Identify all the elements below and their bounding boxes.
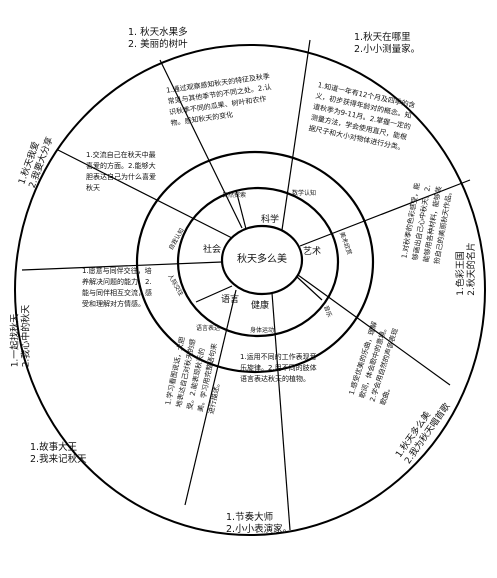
domain-art: 艺术 [303, 245, 321, 257]
label-top-left: 1. 秋天水果多 2. 美丽的树叶 [128, 27, 188, 51]
label-bottom-left-line2: 2.我来记秋天 [30, 454, 87, 465]
sector-text-bottom: 1.运用不同的工作表现音乐旋律。2.用不同的肢体语言表达秋天的植物。 [240, 353, 317, 383]
label-right-side-line2: 2.秋天的名片 [466, 242, 477, 296]
label-right-side: 1.色彩王国 2.秋天的名片 [456, 242, 478, 296]
sector-text-left: 1.愿意与同伴交往，培养解决问题的能力。2.能与同伴相互交流，感受和理解对方情感… [82, 267, 152, 308]
ring-language-expression: 语言表达 [196, 324, 220, 332]
label-bottom-center-line2: 2.小小表演家。 [226, 524, 293, 535]
label-top-right-line1: 1.秋天在哪里 [354, 32, 411, 43]
label-bottom-center: 1.节奏大师 2.小小表演家。 [226, 512, 292, 536]
label-top-right-line2: 2.小小测量家。 [354, 44, 421, 55]
sector-text-top-left: 1.交流自己在秋天中最喜爱的方面。2.能够大胆表达自己为什么喜爱秋天 [86, 151, 156, 192]
ring-music: 音乐 [322, 304, 334, 318]
label-top-left-line2: 2. 美丽的树叶 [128, 39, 188, 50]
radial-dividers [21, 39, 471, 531]
inner-ellipse [176, 186, 340, 338]
domain-health: 健康 [251, 299, 269, 311]
label-left-middle-line2: 2.我心中的秋天 [21, 304, 32, 368]
inner-dividers [195, 189, 323, 303]
domain-science: 科学 [261, 213, 279, 225]
ring-aesthetic: 美术欣赏 [338, 231, 354, 256]
domain-society: 社会 [203, 243, 221, 255]
outer-ellipse [14, 44, 486, 536]
label-right-side-line1: 1.色彩王国 [455, 251, 466, 296]
center-ellipse [220, 224, 304, 296]
ring-math-cognition: 数学认知 [292, 189, 316, 197]
center-title: 秋天多么美 [237, 252, 287, 265]
domain-language: 语言 [221, 293, 239, 305]
ring-natural-world: 自然探索 [222, 191, 246, 199]
label-left-middle-line1: 1.一起找秋天 [10, 313, 21, 368]
label-bottom-left: 1.故事大王 2.我来记秋天 [30, 442, 87, 466]
middle-ellipse [135, 150, 375, 374]
label-top-left-line1: 1. 秋天水果多 [128, 27, 188, 38]
label-top-right: 1.秋天在哪里 2.小小测量家。 [354, 32, 420, 56]
label-bottom-left-line1: 1.故事大王 [30, 442, 78, 453]
label-bottom-center-line1: 1.节奏大师 [226, 512, 274, 523]
ring-body-movement: 身体运动 [250, 326, 274, 334]
label-left-middle: 1.一起找秋天 2.我心中的秋天 [10, 305, 32, 368]
